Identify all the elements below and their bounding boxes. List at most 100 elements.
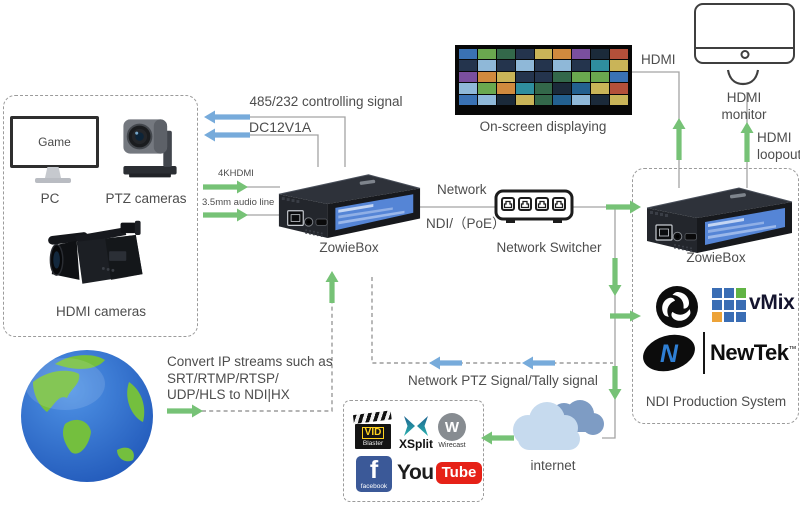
wirecast-w: W (444, 418, 460, 436)
youtube-you: You (397, 461, 434, 484)
zowiebox-left-device (278, 174, 421, 239)
wall-cell (553, 71, 572, 83)
vidblaster-body: VID Blaster (355, 424, 391, 449)
wall-cell (572, 71, 591, 83)
line-dc12v (250, 134, 319, 167)
wall-cell (610, 94, 628, 105)
wall-cell (610, 49, 628, 60)
wall-cell (515, 83, 534, 94)
wall-cell (515, 94, 534, 105)
wall-cell (591, 94, 610, 105)
wall-cell (515, 49, 534, 60)
arrow-down-1 (608, 258, 622, 296)
wall-cell (515, 71, 534, 83)
network-label: Network (437, 182, 487, 197)
audio-label: 3.5mm audio line (202, 197, 275, 208)
vidblaster-vid-text: VID (361, 426, 385, 439)
wall-cell (534, 49, 553, 60)
wall-cell (459, 83, 477, 94)
ndi-production-label: NDI Production System (645, 394, 787, 409)
wall-cell (534, 71, 553, 83)
pc-monitor-base (35, 178, 71, 183)
network-switcher-label: Network Switcher (496, 240, 602, 255)
zowiebox-left-label: ZowieBox (319, 240, 379, 255)
vmix-label: vMix (749, 291, 795, 314)
wall-cell (553, 94, 572, 105)
hdmi-wall-label: HDMI (641, 52, 676, 67)
video-wall-grid (459, 49, 628, 105)
streaming-apps-group-box (343, 400, 484, 502)
facebook-word: facebook (360, 483, 388, 490)
wall-cell (591, 60, 610, 71)
xsplit-icon (404, 416, 428, 436)
arrow-audio (203, 208, 248, 222)
wall-cell (591, 71, 610, 83)
cloud-icon (513, 400, 604, 450)
wall-cell (534, 83, 553, 94)
wall-cell (477, 49, 496, 60)
newtek-icon: N (643, 334, 695, 372)
hdmi-monitor-logo-dot (740, 50, 749, 59)
xsplit-logo: XSplit (399, 416, 433, 451)
wall-cell (496, 94, 515, 105)
wall-cell (610, 60, 628, 71)
sources-group-box (3, 95, 198, 337)
hdmi-monitor-label-line1: HDMI (726, 90, 762, 105)
hdmi-cameras-label: HDMI cameras (55, 304, 147, 319)
wirecast-label: Wirecast (438, 442, 466, 449)
pc-monitor-stand (45, 167, 61, 178)
wall-cell (591, 49, 610, 60)
power-label: DC12V1A (249, 119, 312, 135)
arrow-tally-left-1 (429, 356, 462, 370)
obs-icon (656, 286, 698, 328)
wall-cell (515, 60, 534, 71)
vidblaster-blaster-text: Blaster (362, 439, 384, 447)
ctrl-signal-label: 485/232 controlling signal (249, 94, 403, 109)
switcher-ports (501, 197, 566, 211)
wall-cell (477, 60, 496, 71)
newtek-tm: ™ (788, 344, 797, 354)
newtek-word: NewTek™ (710, 340, 796, 366)
wall-cell (534, 94, 553, 105)
youtube-logo: You Tube (397, 461, 483, 485)
hdmi-monitor-label: HDMI monitor (721, 89, 766, 123)
wall-cell (459, 71, 477, 83)
ptz-tally-label: Network PTZ Signal/Tally signal (408, 373, 598, 388)
wall-cell (534, 60, 553, 71)
newtek-n: N (660, 341, 679, 368)
wall-cell (459, 60, 477, 71)
wall-cell (553, 83, 572, 94)
vmix-icon (712, 288, 746, 322)
wirecast-icon: W (438, 413, 466, 441)
hdmi-loopout-label-line2: loopout (757, 147, 800, 162)
camcorder-icon (48, 220, 143, 284)
arrow-tally-left-2 (522, 356, 555, 370)
wall-cell (572, 60, 591, 71)
pc-monitor-icon: Game (10, 116, 99, 168)
wall-cell (496, 71, 515, 83)
ptz-cameras-label: PTZ cameras (105, 191, 187, 206)
wirecast-logo: W Wirecast (436, 413, 468, 449)
arrow-4khdmi (203, 180, 248, 194)
wall-cell (496, 83, 515, 94)
pc-screen-text: Game (38, 135, 71, 149)
hdmi-monitor-label-line2: monitor (721, 107, 767, 122)
convert-line1: Convert IP streams such as (167, 354, 333, 369)
wall-cell (572, 83, 591, 94)
pc-label: PC (40, 191, 60, 206)
vidblaster-icon: VID Blaster (352, 410, 392, 450)
facebook-icon: f facebook (356, 456, 392, 492)
arrow-ip-up (325, 271, 339, 303)
youtube-tube: Tube (435, 462, 483, 484)
hdmi4k-label: 4KHDMI (218, 168, 254, 179)
wall-cell (610, 71, 628, 83)
dash-ptz-tally (371, 277, 613, 364)
arrow-loopout-up (740, 122, 754, 162)
newtek-divider (703, 332, 705, 374)
wall-cell (591, 83, 610, 94)
hdmi-monitor-icon (694, 3, 795, 64)
onscreen-label: On-screen displaying (479, 119, 607, 134)
wall-cell (459, 94, 477, 105)
newtek-logo: N NewTek™ (640, 328, 796, 378)
